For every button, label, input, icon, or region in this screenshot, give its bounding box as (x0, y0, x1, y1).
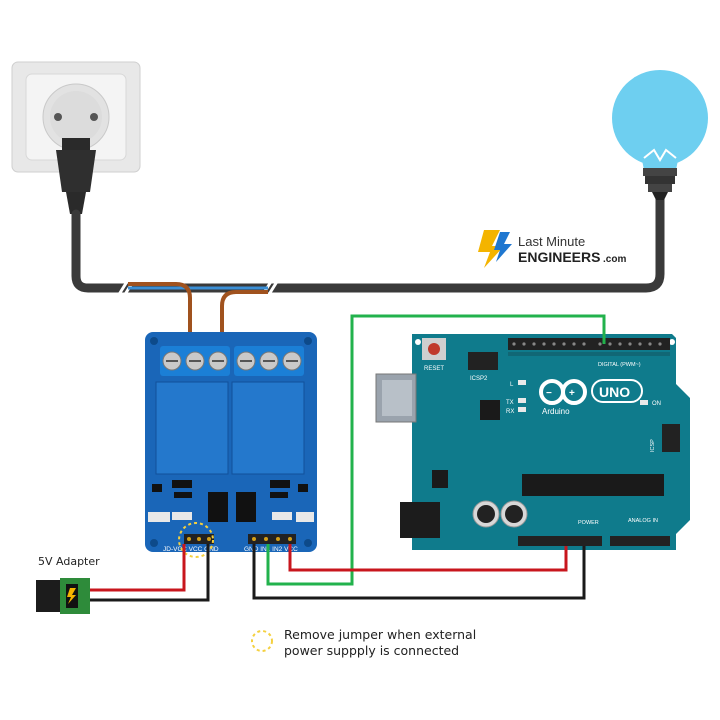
relay-pins-right-label: GND IN1 IN2 VCC (244, 546, 298, 553)
uno-label: UNO (599, 384, 630, 400)
jumper-note-line2: power suppply is connected (284, 643, 460, 658)
logo-line1: Last Minute (518, 234, 585, 249)
logo-line2: ENGINEERS (518, 249, 600, 265)
note-jumper-icon (251, 630, 273, 652)
light-bulb-icon (612, 70, 708, 200)
relay2-block (231, 381, 305, 475)
arduino-brand-label: Arduino (542, 407, 570, 416)
led-rx-label: RX (506, 409, 514, 415)
mains-cable (71, 191, 665, 293)
jumper-highlight-icon (178, 522, 214, 558)
digital-header (508, 338, 670, 350)
relay-module: JD-VCC VCC GND GND IN1 IN2 VCC (145, 332, 317, 558)
wire-green-signal (266, 314, 606, 586)
wire-red-vcc (288, 544, 568, 572)
relay-pins-left-label: JD-VCC VCC GND (163, 546, 219, 553)
wall-socket-icon (11, 61, 141, 173)
relay1-block (155, 381, 229, 475)
svg-text:−: − (546, 388, 552, 399)
wire-red-adapter (86, 544, 186, 592)
svg-text:+: + (569, 388, 575, 399)
lightning-logo-icon (478, 230, 504, 268)
arduino-board: RESET ICSP2 DIGITAL (PWM~) L TX RX ON − … (375, 334, 690, 550)
digital-header-strip (508, 352, 670, 356)
mains-brown-wire-2 (220, 290, 268, 350)
logo-suffix: .com (603, 254, 626, 265)
analog-label: ANALOG IN (628, 518, 658, 524)
power-label: POWER (578, 520, 599, 526)
wire-black-gnd (252, 544, 586, 600)
wire-black-adapter (86, 544, 210, 602)
reset-label: RESET (424, 366, 444, 372)
led-tx-label: TX (506, 400, 514, 406)
power-header (518, 536, 602, 546)
atmega-chip (522, 474, 664, 496)
analog-header (610, 536, 670, 546)
jumper-note-line1: Remove jumper when external (284, 627, 477, 642)
infinity-logo-icon (539, 379, 587, 405)
arduino-dc-jack (400, 502, 440, 538)
icsp2-label: ICSP2 (470, 376, 488, 382)
icsp-label: ICSP (650, 439, 656, 452)
mains-brown-wire-1 (128, 282, 192, 350)
adapter-label: 5V Adapter (38, 555, 100, 568)
site-logo: Last Minute ENGINEERS .com (478, 230, 626, 268)
dc-jack-icon (36, 578, 90, 614)
digital-label: DIGITAL (PWM~) (598, 362, 641, 368)
led-on-label: ON (652, 401, 661, 407)
led-l-label: L (510, 382, 514, 388)
plug-icon (56, 138, 96, 214)
